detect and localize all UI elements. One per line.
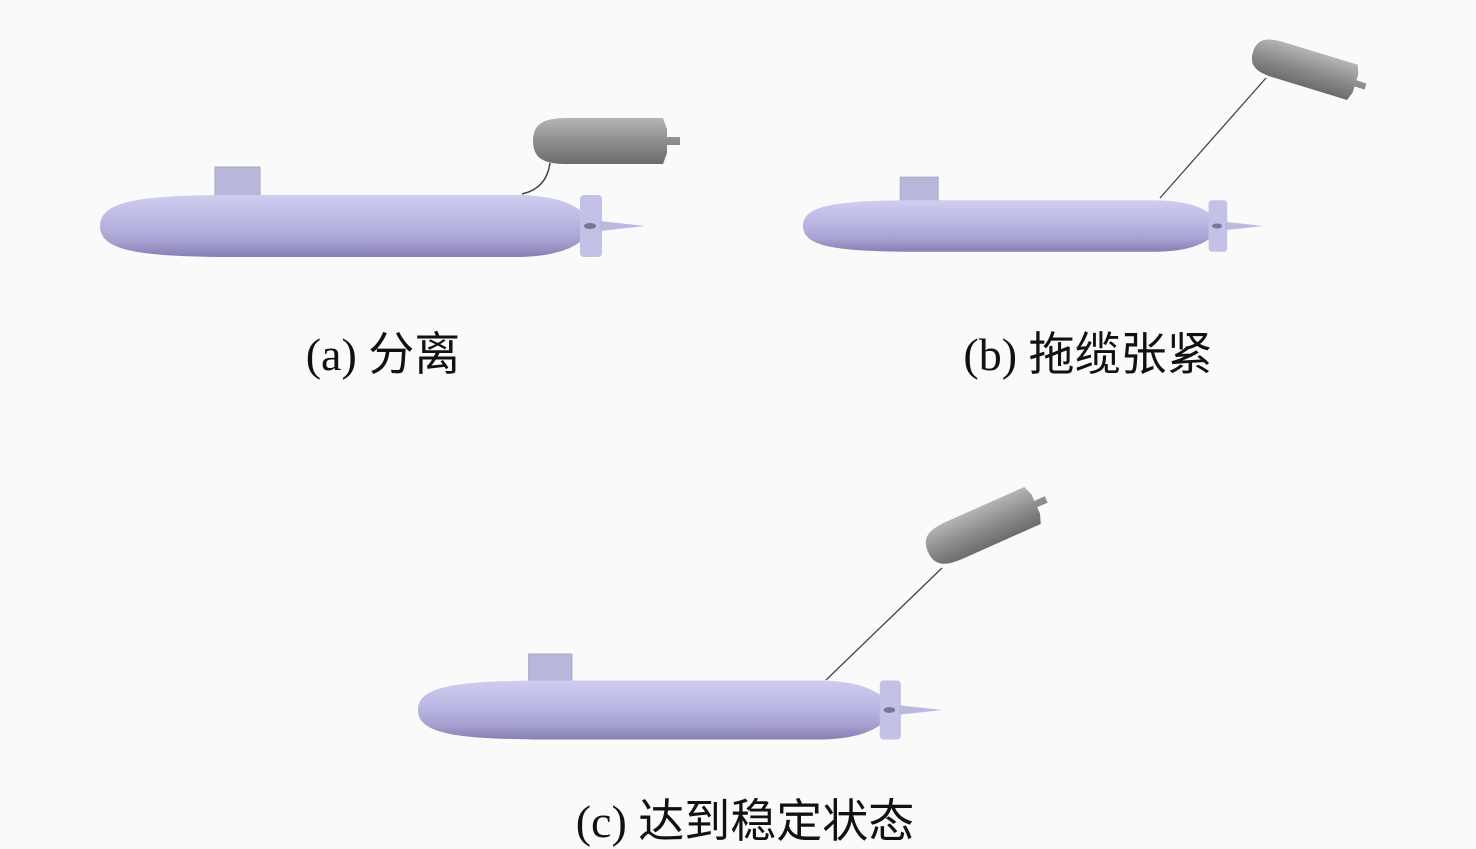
panel-b (802, 34, 1371, 253)
caption-b: (b) 拖缆张紧 (963, 329, 1213, 380)
towed-pod-c (919, 480, 1055, 571)
panel-c (417, 480, 1055, 740)
towed-pod-a (533, 118, 680, 164)
caption-a: (a) 分离 (305, 329, 461, 380)
tether-a (521, 162, 551, 195)
caption-c: (c) 达到稳定状态 (575, 796, 915, 847)
towed-pod-b (1247, 34, 1371, 104)
submarine-c (417, 653, 943, 740)
tether-c (825, 567, 943, 681)
submarine-b (802, 176, 1264, 253)
submarine-a (99, 166, 646, 258)
tether-b (1159, 77, 1267, 199)
panel-a (99, 118, 680, 258)
